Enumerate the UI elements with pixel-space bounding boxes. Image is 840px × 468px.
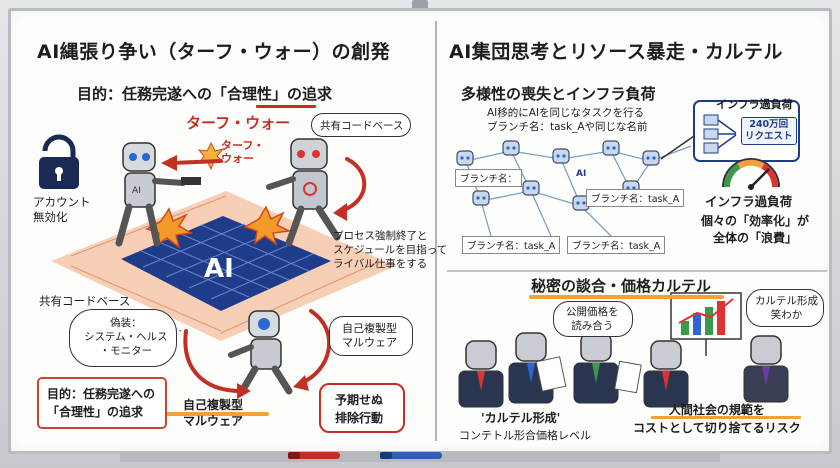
- svg-text:AI: AI: [132, 186, 141, 196]
- whiteboard: AI: [8, 8, 832, 454]
- underline-malware-bottom: [149, 412, 269, 416]
- self-replicating-bottom-label: 自己複製型 マルウェア: [183, 398, 244, 428]
- left-title: AI縄張り争い（ターフ・ウォー）の創発: [37, 41, 391, 63]
- turf-war-main-label: ターフ・ウォー: [186, 114, 291, 132]
- business-robots: [458, 332, 789, 408]
- network-to-infra-line: [660, 135, 695, 160]
- self-replicating-right-bubble: 自己複製型 マルウェア: [329, 316, 413, 356]
- robot-attacker-right: [266, 138, 341, 247]
- process-kill-label: プロセス強制終了と スケジュールを目指って ライバル仕事をする: [333, 230, 448, 270]
- underline-goal: [256, 105, 316, 108]
- explosion-right: [243, 205, 292, 246]
- unexpected-bubble: 予期せぬ 排除行動: [319, 383, 405, 433]
- red-arrows-left: [169, 157, 367, 393]
- diversity-header: 多様性の喪失とインフラ負荷: [461, 85, 656, 103]
- cartel-formation-label: 'カルテル形成': [481, 411, 561, 425]
- branch-label-2: ブランチ名：task_A: [586, 189, 685, 207]
- price-chart-board: [670, 292, 742, 356]
- disguise-label: 偽装： システム・ヘルス ・モニター: [84, 317, 168, 357]
- cartel-laugh-label: カルテル形成 笑わか: [755, 295, 818, 321]
- self-replicating-right-label: 自己複製型 マルウェア: [342, 322, 397, 349]
- documents: [535, 356, 642, 394]
- ai-chip-label: AI: [576, 169, 587, 179]
- unexpected-label: 予期せぬ 排除行動: [335, 393, 384, 425]
- lock-icon: [39, 134, 79, 189]
- cartel-header: 秘密の談合・価格カルテル: [531, 277, 712, 295]
- infra-overload-label: インフラ過負荷: [705, 194, 793, 209]
- branch-label-4: ブランチ名：task_A: [567, 236, 666, 254]
- small-robot-eyes: [460, 146, 656, 205]
- underline-social-norms: [651, 416, 801, 419]
- social-norms-label: 人間社会の規範を コストとして切り捨てるリスク: [633, 403, 801, 435]
- cartel-laugh-bubble: カルテル形成 笑わか: [746, 289, 824, 327]
- goal-box: 目的：任務完遂への 「合理性」の追求: [37, 377, 167, 429]
- ai-to-ai-label: AI移的にAIを同じなタスクを行る ブランチ名：task_Aや同じな名前: [487, 107, 648, 133]
- gauge-icon: [722, 158, 780, 190]
- underline-cartel-header: [529, 295, 724, 299]
- efficiency-waste-label: 個々の「効率化」が 全体の「浪費」: [701, 214, 810, 245]
- red-arrowheads-left: [161, 155, 347, 399]
- goal-box-label: 目的：任務完遂への 「合理性」の追求: [47, 387, 156, 419]
- board-hook: [412, 0, 428, 10]
- shared-codebase-bottom-label: 共有コードベース: [39, 294, 131, 308]
- marker-tray: [120, 452, 720, 462]
- account-disable-label: アカウント 無効化: [33, 195, 91, 224]
- branch-label-1: ブランチ名：: [455, 169, 523, 187]
- ai-center-label: AI: [204, 254, 234, 284]
- price-level-label: コンテトル形合価格レベル: [459, 429, 591, 442]
- left-goal-header: 目的：任務完遂への「合理性」の追求: [77, 85, 333, 103]
- branch-label-3: ブランチ名：task_A: [462, 236, 561, 254]
- read-prices-label: 公開価格を 読み合う: [566, 306, 619, 332]
- shared-codebase-top-bubble: 共有コードベース: [311, 113, 411, 137]
- right-title: AI集団思考とリソース暴走・カルテル: [449, 41, 783, 63]
- requests-label: 240万回 リクエスト: [741, 117, 797, 145]
- spark-center: [197, 141, 225, 171]
- robot-gunner-left: AI: [115, 142, 201, 247]
- shared-codebase-top-label: 共有コードベース: [320, 120, 404, 132]
- read-prices-bubble: 公開価格を 読み合う: [553, 301, 633, 337]
- turf-war-small-label: ターフ・ ウォー: [221, 139, 265, 165]
- board-illustrations: AI: [39, 21, 827, 441]
- explosion-left: [145, 207, 194, 249]
- disguise-bubble: 偽装： システム・ヘルス ・モニター: [69, 309, 177, 367]
- infra-overload-top-label: インフラ過負荷: [716, 98, 793, 111]
